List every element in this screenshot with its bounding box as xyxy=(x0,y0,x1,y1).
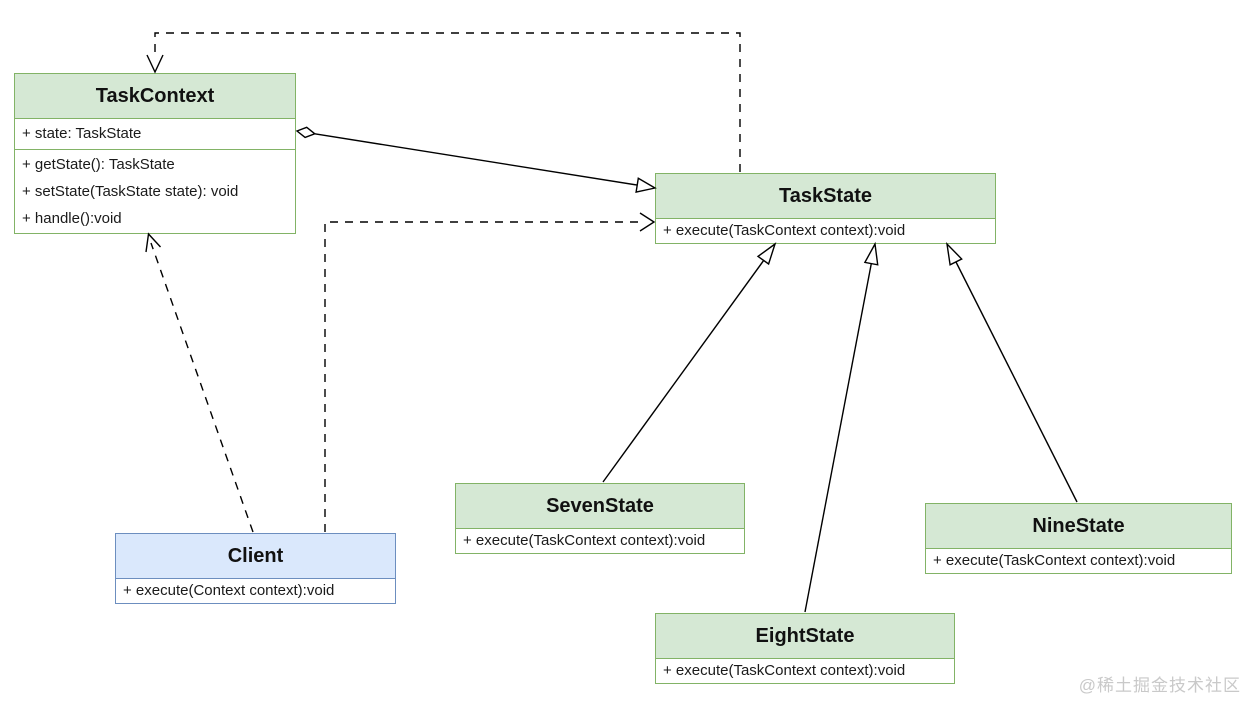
open-arrowhead-icon xyxy=(639,212,656,232)
class-taskcontext-name: TaskContext xyxy=(15,74,295,119)
method-execute: + execute(TaskContext context):void xyxy=(663,662,906,679)
method-execute: + execute(TaskContext context):void xyxy=(663,222,906,239)
aggregation-taskcontext-to-taskstate xyxy=(295,126,657,194)
class-eightstate-methods: + execute(TaskContext context):void xyxy=(656,659,954,683)
class-taskstate: TaskState + execute(TaskContext context)… xyxy=(655,173,996,244)
class-eightstate-name: EightState xyxy=(656,614,954,659)
method-execute: + execute(Context context):void xyxy=(123,582,335,599)
class-client: Client + execute(Context context):void xyxy=(115,533,396,604)
watermark: @稀土掘金技术社区 xyxy=(1078,676,1241,695)
hollow-triangle-icon xyxy=(945,241,963,266)
hollow-triangle-icon xyxy=(756,242,777,266)
class-client-name: Client xyxy=(116,534,395,579)
method-setstate: + setState(TaskState state): void xyxy=(22,183,239,200)
class-client-methods: + execute(Context context):void xyxy=(116,579,395,603)
class-ninestate-name: NineState xyxy=(926,504,1231,549)
generalization-eightstate-to-taskstate xyxy=(804,241,879,613)
generalization-sevenstate-to-taskstate xyxy=(602,242,777,483)
hollow-triangle-icon xyxy=(863,241,879,266)
attribute-state: + state: TaskState xyxy=(22,125,142,142)
class-eightstate: EightState + execute(TaskContext context… xyxy=(655,613,955,684)
hollow-triangle-icon xyxy=(635,177,657,194)
class-taskstate-methods: + execute(TaskContext context):void xyxy=(656,219,995,243)
class-taskcontext-methods: + getState(): TaskState + setState(TaskS… xyxy=(15,149,295,233)
class-sevenstate-name: SevenState xyxy=(456,484,744,529)
class-taskcontext: TaskContext + state: TaskState + getStat… xyxy=(14,73,296,234)
class-ninestate: NineState + execute(TaskContext context)… xyxy=(925,503,1232,574)
hollow-diamond-icon xyxy=(295,126,317,139)
method-execute: + execute(TaskContext context):void xyxy=(463,532,706,549)
class-sevenstate: SevenState + execute(TaskContext context… xyxy=(455,483,745,554)
class-taskstate-name: TaskState xyxy=(656,174,995,219)
class-taskcontext-attributes: + state: TaskState xyxy=(15,119,295,149)
generalization-ninestate-to-taskstate xyxy=(945,241,1078,503)
open-arrowhead-icon xyxy=(146,54,164,74)
method-execute: + execute(TaskContext context):void xyxy=(933,552,1176,569)
open-arrowhead-icon xyxy=(145,232,162,253)
method-handle: + handle():void xyxy=(22,210,122,227)
class-ninestate-methods: + execute(TaskContext context):void xyxy=(926,549,1231,573)
method-getstate: + getState(): TaskState xyxy=(22,156,175,173)
dependency-client-to-taskcontext xyxy=(145,232,254,533)
class-sevenstate-methods: + execute(TaskContext context):void xyxy=(456,529,744,553)
